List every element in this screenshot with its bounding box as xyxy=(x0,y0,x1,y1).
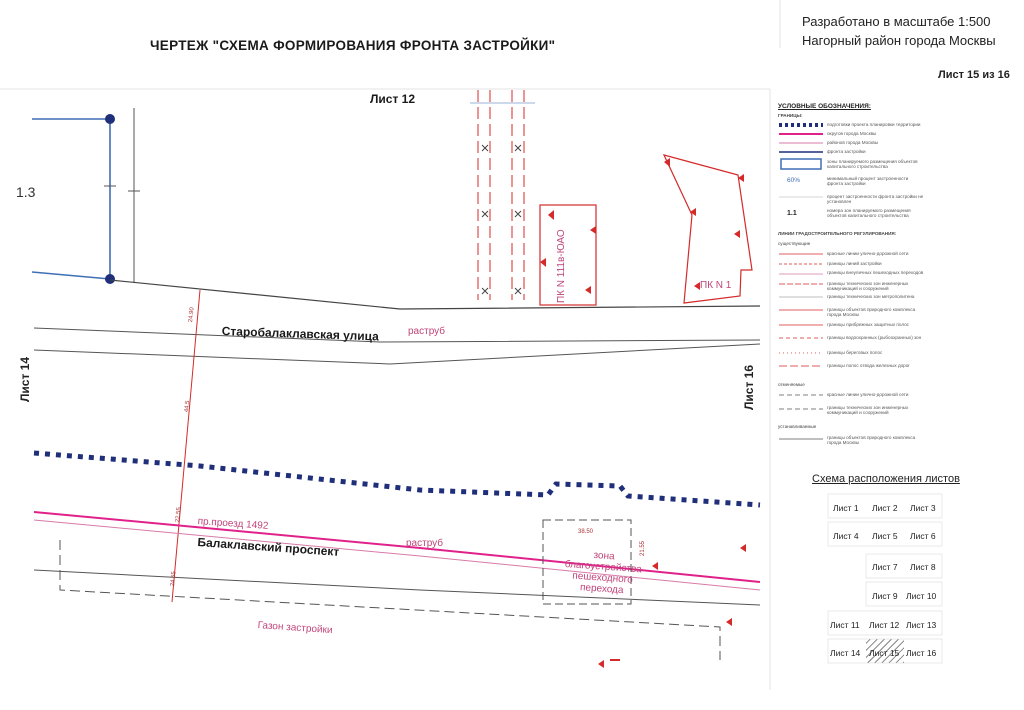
legend-row: фронта застройки xyxy=(827,149,866,154)
scale-line: Разработано в масштабе 1:500 xyxy=(802,14,991,29)
red-site-outline xyxy=(662,154,753,304)
dim-label-6: 21.55 xyxy=(640,540,646,556)
legend-row: границы береговых полос xyxy=(827,350,883,355)
legend-row: границы технических зон метрополитена xyxy=(827,294,915,299)
legend-row: границы технических зон инженерных комму… xyxy=(827,405,909,416)
drawing-title: ЧЕРТЕЖ "СХЕМА ФОРМИРОВАНИЯ ФРОНТА ЗАСТРО… xyxy=(150,38,556,53)
legend-number-sample: 1.1 xyxy=(787,210,797,217)
red-building-outline xyxy=(539,204,597,306)
sheet-cell-13[interactable]: Лист 13 xyxy=(906,620,937,630)
sheet-cell-12[interactable]: Лист 12 xyxy=(869,620,900,630)
label-sheet-right: Лист 16 xyxy=(742,364,756,410)
street-lower-line xyxy=(33,343,761,365)
street-red-line-top xyxy=(109,279,761,310)
legend-row: районов города Москвы xyxy=(827,140,879,145)
sheet-cell-16[interactable]: Лист 16 xyxy=(906,648,937,658)
dim-label-2: 44.5 xyxy=(184,400,192,413)
legend-section-2b: существующие xyxy=(778,241,811,246)
legend-row: границы объектов природного комплекса го… xyxy=(827,435,916,446)
street-axis-line xyxy=(33,327,761,343)
sheet-cell-15-current[interactable]: Лист 15 xyxy=(869,648,900,658)
legend-row: номера зон планируемого размещения объек… xyxy=(827,208,911,219)
legend-symbols xyxy=(779,123,823,440)
label-sheet-left: Лист 14 xyxy=(18,356,32,402)
label-sheet-top: Лист 12 xyxy=(370,92,416,106)
front-line-dotted xyxy=(33,450,761,508)
sheet-number: Лист 15 из 16 xyxy=(938,69,1010,81)
legend-row: границы прибрежных защитных полос xyxy=(827,322,909,327)
sheet-cell-8[interactable]: Лист 8 xyxy=(910,562,936,572)
legend-row: границы объектов природного комплекса го… xyxy=(827,307,916,318)
legend-row: подготовки проекта планировки территории xyxy=(827,122,921,127)
sheet-cell-4[interactable]: Лист 4 xyxy=(833,531,859,541)
crossing-zone-outline xyxy=(542,519,632,605)
node-point-bottom xyxy=(105,274,115,284)
sheet-cell-3[interactable]: Лист 3 xyxy=(910,503,936,513)
red-triangle-marks xyxy=(540,158,744,294)
legend-section-2: ЛИНИИ ГРАДОСТРОИТЕЛЬНОГО РЕГУЛИРОВАНИЯ: xyxy=(778,231,897,236)
legend-row: округов города Москвы xyxy=(827,131,877,136)
layout-scheme-grid xyxy=(827,493,943,664)
label-rastrub-1: раструб xyxy=(408,326,445,337)
district-boundary-magenta xyxy=(33,511,761,583)
lower-dashed-boundary xyxy=(59,540,721,660)
legend-section-4: устанавливаемые xyxy=(778,424,817,429)
scale-block: Разработано в масштабе 1:500 Нагорный ра… xyxy=(802,12,996,50)
district-line: Нагорный район города Москвы xyxy=(802,33,996,48)
blue-boundary-bottom xyxy=(31,271,111,280)
legend-row: границы внеуличных пешеходных переходов xyxy=(827,270,924,275)
legend-section-3: отменяемые xyxy=(778,382,805,387)
sheet-cell-10[interactable]: Лист 10 xyxy=(906,591,937,601)
sheet-cell-2[interactable]: Лист 2 xyxy=(872,503,898,513)
cross-marks xyxy=(481,144,522,295)
sheet-cell-14[interactable]: Лист 14 xyxy=(830,648,861,658)
sheet-cell-9[interactable]: Лист 9 xyxy=(872,591,898,601)
label-zone-number: 1.3 xyxy=(16,184,36,200)
legend-row: границы линий застройки xyxy=(827,261,882,266)
current-sheet-hatch xyxy=(866,639,904,663)
label-crossing-zone: зона благоустройства пешеходного переход… xyxy=(563,548,643,597)
sheet-cell-11[interactable]: Лист 11 xyxy=(830,620,860,630)
dimension-line xyxy=(171,289,201,603)
legend-row: зоны планируемого размещения объектов ка… xyxy=(827,159,918,170)
legend-row: красные линии улично-дорожной сети xyxy=(827,251,909,256)
lower-street-line xyxy=(33,569,761,606)
sheet-cell-7[interactable]: Лист 7 xyxy=(872,562,898,572)
legend-row: красные линии улично-дорожной сети xyxy=(827,392,909,397)
dim-label-5: 38.50 xyxy=(578,529,594,535)
red-triangle-marks-lower xyxy=(598,544,746,668)
legend-panel: УСЛОВНЫЕ ОБОЗНАЧЕНИЯ: ГРАНИЦЫ: подготовк… xyxy=(775,100,925,456)
layout-scheme-title: Схема расположения листов xyxy=(812,473,960,485)
legend-section-1: ГРАНИЦЫ: xyxy=(778,113,803,118)
legend-title: УСЛОВНЫЕ ОБОЗНАЧЕНИЯ: xyxy=(778,103,871,110)
legend-row: границы полос отвода железных дорог xyxy=(827,363,910,368)
label-pk-2: ПК N 111в-ЮАО xyxy=(556,229,567,303)
sheet-cell-6[interactable]: Лист 6 xyxy=(910,531,936,541)
legend-percent-sample: 60% xyxy=(787,177,801,184)
district-boundary-thin xyxy=(33,519,761,591)
legend-row: минимальный процент застроенности фронта… xyxy=(827,176,909,187)
label-rastrub-2: раструб xyxy=(406,538,443,549)
label-pk-1: ПК N 1 xyxy=(700,280,732,291)
legend-row: границы водоохранных (рыбоохранных) зон xyxy=(827,335,922,340)
legend-row: границы технических зон инженерных комму… xyxy=(827,281,909,292)
sheet-cell-5[interactable]: Лист 5 xyxy=(872,531,898,541)
node-point-top xyxy=(105,114,115,124)
legend-row: процент застроенности фронта застройки н… xyxy=(827,194,924,205)
sheet-cell-1[interactable]: Лист 1 xyxy=(833,503,859,513)
